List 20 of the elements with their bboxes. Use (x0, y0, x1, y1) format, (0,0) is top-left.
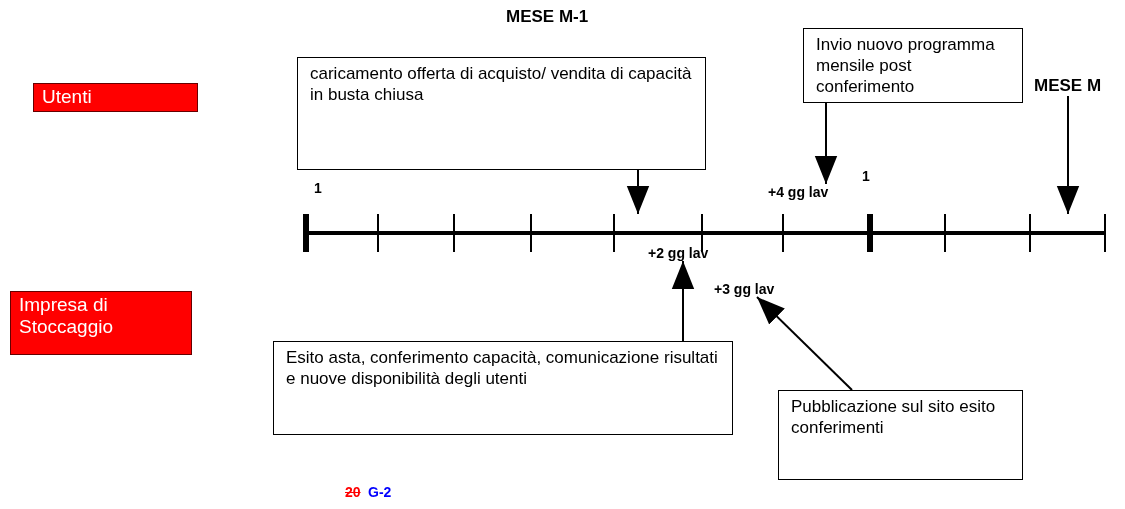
day-offset-label: +4 gg lav (768, 184, 829, 200)
actor-box: Utenti (33, 83, 198, 112)
note-box: caricamento offerta di acquisto/ vendita di capacità in busta chiusa (297, 57, 706, 170)
note-box: Esito asta, conferimento capacità, comunicazione risultati e nuove disponibilità degli utenti (273, 341, 733, 435)
arrow (671, 260, 695, 342)
code-label: G-2 (368, 484, 392, 500)
arrow (1056, 95, 1080, 215)
strikethrough-text: 20 (345, 484, 361, 500)
day-number: 1 (862, 168, 870, 184)
day-offset-label: +3 gg lav (714, 281, 775, 297)
month-label: MESE M (1034, 76, 1102, 96)
day-number: 1 (314, 180, 322, 196)
arrow (756, 296, 853, 391)
day-offset-label: +2 gg lav (648, 245, 709, 261)
month-label: MESE M-1 (506, 7, 589, 27)
note-box: Invio nuovo programma mensile post conferimento (803, 28, 1023, 103)
actor-box: Impresa di Stoccaggio (10, 291, 192, 355)
arrow (626, 169, 650, 215)
arrow (814, 102, 838, 185)
note-box: Pubblicazione sul sito esito conferimenti (778, 390, 1023, 480)
